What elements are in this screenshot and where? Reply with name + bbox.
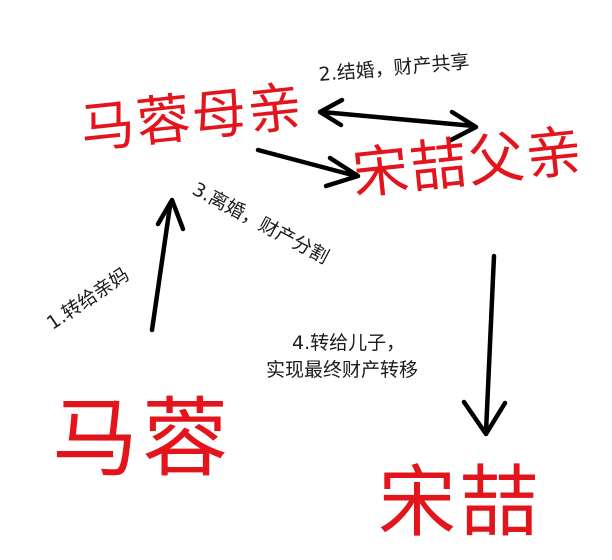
label-step4-line1: 4.转给儿子， (292, 332, 406, 354)
label-step4-line2: 实现最终财产转移 (266, 358, 419, 381)
arrow-step4 (461, 253, 508, 437)
label-step4: 4.转给儿子， 实现最终财产转移 (266, 330, 506, 383)
arrow-step3 (255, 147, 361, 189)
node-marong: 马蓉 (52, 389, 232, 489)
arrow-step1 (149, 197, 186, 333)
arrow-step2 (317, 97, 479, 143)
node-songzhe: 宋喆 (378, 458, 543, 548)
